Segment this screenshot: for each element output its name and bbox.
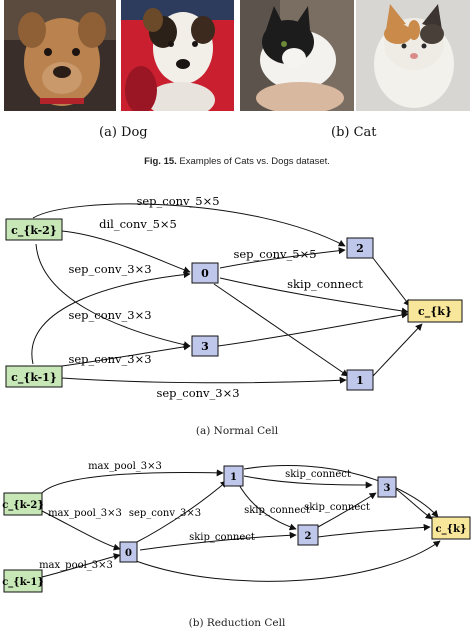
node-n0: 0 [191,262,219,284]
node-n3-label: 3 [201,340,209,353]
node-n0: 0 [119,541,138,563]
edge-n2-ck [372,257,411,307]
edge-n1-n2 [237,482,297,531]
edge-ck2-n1 [41,469,224,494]
edge-ck1-n0 [31,271,191,365]
edge-label: sep_conv_3×3 [156,386,239,400]
node-ck2: c_{k-2} [2,492,44,516]
dog-subcaption: (a) Dog [99,125,148,140]
edge-ck2-n0 [41,510,121,551]
edge-label: sep_conv_3×3 [129,508,201,519]
edge-label: sep_conv_3×3 [68,262,151,276]
reduction-cell-diagram: max_pool_3×3 max_pool_3×3 sep_conv_3×3 s… [2,461,471,593]
node-n3-label: 3 [384,483,391,494]
edge-label: skip_connect [287,277,363,291]
edge-n0-n2 [139,531,297,551]
node-ck2-label: c_{k-2} [11,224,57,238]
edge-label: dil_conv_5×5 [99,217,177,231]
figure-caption: Fig. 15. Examples of Cats vs. Dogs datas… [0,156,474,167]
edge-ck2-n0 [61,230,191,274]
edge-n3-ck [217,311,409,347]
node-n3: 3 [191,335,219,357]
edge-n3-ck [395,488,433,520]
node-n3: 3 [377,476,397,498]
edge-n0-ck [219,277,409,315]
edge-n1-ck [372,323,423,377]
node-ck1: c_{k-1} [2,569,44,593]
edge-ck1-n1 [61,376,347,384]
cat-photo-1 [240,0,354,111]
node-ck1-label: c_{k-1} [11,371,57,385]
dog-photo-2 [121,0,234,111]
edge-n1-ck [243,465,439,518]
node-n2-label: 2 [356,242,364,255]
edge-n0-n2 [219,247,346,269]
node-n1: 1 [223,465,244,487]
reduction-cell-caption: (b) Reduction Cell [188,617,286,629]
edge-label: max_pool_3×3 [39,560,113,571]
node-ck: c_{k} [431,516,471,540]
edge-label: max_pool_3×3 [88,461,162,472]
normal-cell-diagram: sep_conv_5×5 dil_conv_5×5 sep_conv_5×5 s… [5,194,463,400]
node-ck2: c_{k-2} [5,218,63,241]
figure-caption-text: Examples of Cats vs. Dogs dataset. [176,156,330,167]
edge-label: sep_conv_3×3 [68,352,151,366]
node-n2: 2 [346,237,374,259]
cat-photo-2 [356,0,470,111]
edge-n0-n1 [134,480,228,544]
edge-label: skip_connect [189,532,255,543]
edge-label: sep_conv_3×3 [68,308,151,322]
node-n0-label: 0 [125,548,132,559]
node-ck1: c_{k-1} [5,365,63,388]
cat-subcaption: (b) Cat [331,125,377,140]
node-ck2-label: c_{k-2} [2,500,44,511]
edge-ck2-n2 [32,203,346,247]
edge-label: max_pool_3×3 [48,508,122,519]
edge-n0-ck [135,540,441,582]
node-n1-label: 1 [230,472,237,483]
edge-ck1-n0 [41,553,121,578]
node-ck: c_{k} [407,299,463,323]
edge-label: sep_conv_5×5 [233,247,316,261]
edge-n2-n3 [317,492,377,528]
node-n2: 2 [297,524,319,546]
dog-photo-1 [4,0,116,111]
node-ck1-label: c_{k-1} [2,577,44,588]
edge-label: skip_connect [285,469,351,480]
edge-n1-n3 [243,475,373,489]
node-n1: 1 [346,369,374,391]
edge-label: skip_connect [244,505,310,516]
edge-ck1-n3 [61,343,191,367]
edge-label: sep_conv_5×5 [136,194,219,208]
figure-caption-label: Fig. 15. [144,156,177,167]
edge-label: skip_connect [304,502,370,513]
edge-ck2-n3 [35,243,191,349]
node-ck-label: c_{k} [436,524,467,535]
edge-n0-n1 [213,283,349,377]
node-ck-label: c_{k} [418,305,452,319]
node-n1-label: 1 [356,374,364,387]
normal-cell-caption: (a) Normal Cell [195,425,279,437]
node-n2-label: 2 [305,531,312,542]
edge-n2-ck [317,523,431,538]
node-n0-label: 0 [201,267,209,280]
